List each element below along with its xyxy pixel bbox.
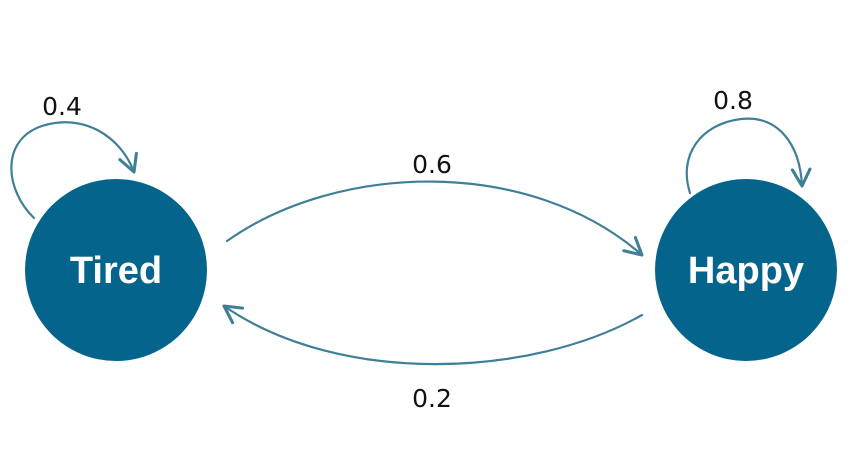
transition-tired-to-happy [225,180,644,257]
transition-label-happy-to-tired: 0.2 [412,384,452,413]
transition-happy-to-happy [685,117,812,195]
state-node-happy [655,179,837,361]
transition-label-tired-to-happy: 0.6 [412,150,452,179]
state-label-tired: Tired [70,250,162,292]
state-node-tired [25,179,207,361]
transition-label-tired-to-tired: 0.4 [42,92,82,121]
transition-happy-to-tired [222,304,644,366]
transition-label-happy-to-happy: 0.8 [713,86,753,115]
transition-tired-to-tired [10,121,138,220]
state-label-happy: Happy [688,250,804,292]
